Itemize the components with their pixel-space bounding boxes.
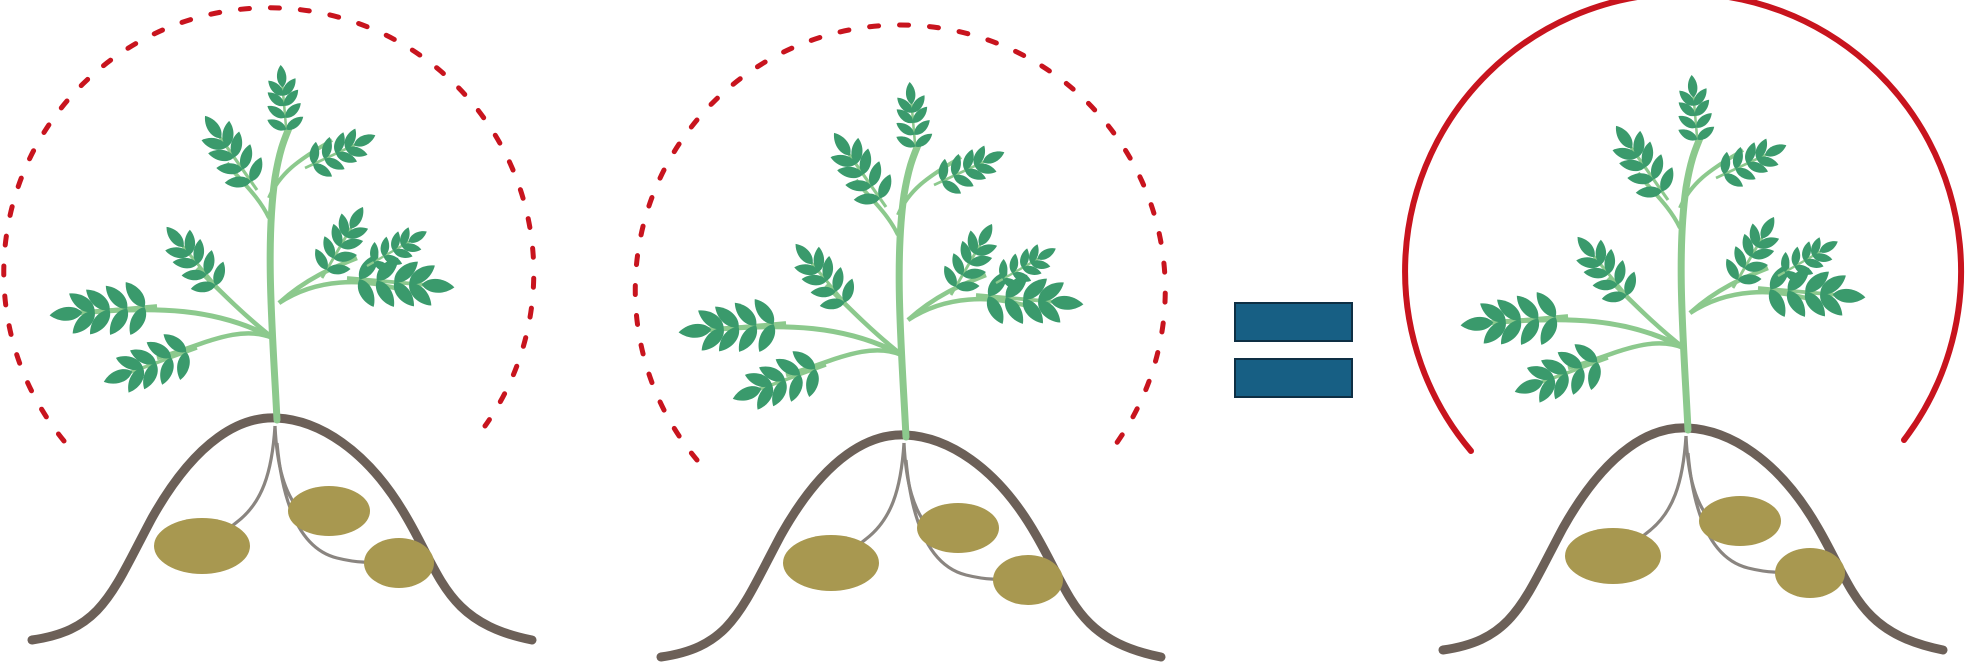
equals-bar-bottom — [1235, 359, 1352, 397]
plant-panel-middle — [635, 25, 1165, 657]
plant-panel-right — [1405, 0, 1961, 650]
potato-plant — [1443, 73, 1943, 650]
potato-plant — [32, 63, 532, 640]
plant-panel-left — [4, 8, 534, 640]
equals-sign — [1235, 303, 1352, 397]
equals-bar-top — [1235, 303, 1352, 341]
potato-plant — [661, 80, 1161, 657]
